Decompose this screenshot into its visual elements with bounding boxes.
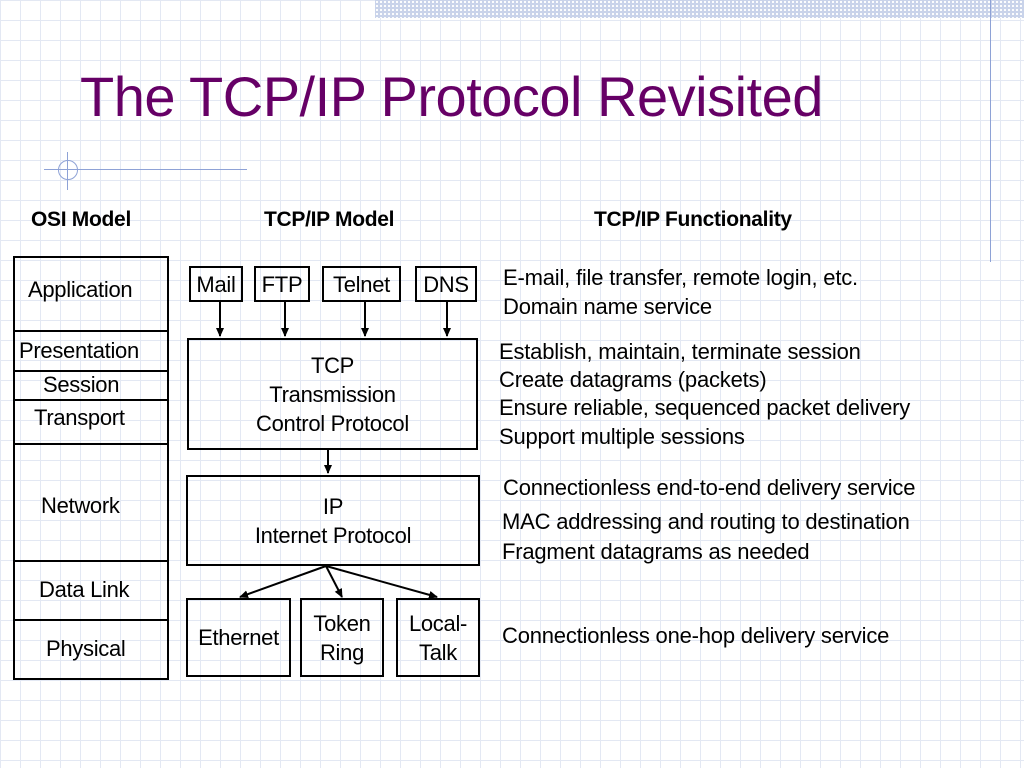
tcp-label: TCP <box>310 352 355 378</box>
func-network-line2: MAC addressing and routing to destinatio… <box>502 509 910 534</box>
mail-protocol-box: Mail <box>189 266 243 302</box>
localtalk-box: Local- Talk <box>396 598 480 677</box>
dns-protocol-box: DNS <box>415 266 477 302</box>
osi-layer-physical: Physical <box>46 636 126 661</box>
slide-title: The TCP/IP Protocol Revisited <box>80 65 823 128</box>
tcpip-model-header: TCP/IP Model <box>264 208 395 231</box>
ip-name: Internet Protocol <box>254 522 412 548</box>
func-transport-line3: Ensure reliable, sequenced packet delive… <box>499 395 911 420</box>
func-application-line1: E-mail, file transfer, remote login, etc… <box>503 265 858 290</box>
localtalk-label-line2: Talk <box>419 639 457 665</box>
func-link-line1: Connectionless one-hop delivery service <box>502 623 890 648</box>
ethernet-box: Ethernet <box>186 598 291 677</box>
token-ring-box: Token Ring <box>300 598 384 677</box>
telnet-label: Telnet <box>333 271 390 297</box>
token-ring-label-line2: Ring <box>319 639 365 665</box>
telnet-protocol-box: Telnet <box>322 266 401 302</box>
osi-layer-presentation: Presentation <box>19 338 139 363</box>
dns-label: DNS <box>423 271 469 297</box>
osi-divider <box>15 330 167 332</box>
token-ring-label-line1: Token <box>313 610 371 636</box>
tcp-name-line1: Transmission <box>269 381 396 407</box>
ip-layer-box: IP Internet Protocol <box>186 475 480 566</box>
tcp-name-line2: Control Protocol <box>256 410 409 436</box>
decorative-crosshair-line <box>67 152 68 190</box>
osi-divider <box>15 443 167 445</box>
arrow-ip-to-ethernet <box>239 565 327 599</box>
osi-layer-network: Network <box>41 493 120 518</box>
osi-layer-data-link: Data Link <box>39 577 130 602</box>
tcp-layer-box: TCP Transmission Control Protocol <box>187 338 478 450</box>
osi-divider <box>15 619 167 621</box>
osi-model-stack <box>13 256 169 680</box>
osi-layer-application: Application <box>28 277 133 302</box>
osi-divider <box>15 399 167 401</box>
decorative-circle-icon <box>58 160 78 180</box>
mail-label: Mail <box>196 271 236 297</box>
arrow-ip-to-token-ring <box>325 565 343 598</box>
ftp-protocol-box: FTP <box>254 266 310 302</box>
decorative-vertical-line <box>990 0 991 262</box>
arrow-ip-to-localtalk <box>325 565 438 599</box>
ethernet-label: Ethernet <box>198 625 279 650</box>
osi-model-header: OSI Model <box>31 208 131 231</box>
tcpip-functionality-header: TCP/IP Functionality <box>594 208 792 231</box>
osi-divider <box>15 560 167 562</box>
ftp-label: FTP <box>261 271 303 297</box>
top-decorative-band <box>375 0 1024 18</box>
localtalk-label-line1: Local- <box>408 610 468 636</box>
osi-layer-session: Session <box>43 372 120 397</box>
func-transport-line4: Support multiple sessions <box>499 424 745 449</box>
decorative-horizontal-line <box>44 169 247 170</box>
func-transport-line1: Establish, maintain, terminate session <box>499 339 861 364</box>
osi-divider <box>15 370 167 372</box>
func-network-line1: Connectionless end-to-end delivery servi… <box>503 475 916 500</box>
ip-label: IP <box>322 493 344 519</box>
func-application-line2: Domain name service <box>503 294 712 319</box>
func-transport-line2: Create datagrams (packets) <box>499 367 767 392</box>
func-network-line3: Fragment datagrams as needed <box>502 539 810 564</box>
osi-layer-transport: Transport <box>34 405 125 430</box>
